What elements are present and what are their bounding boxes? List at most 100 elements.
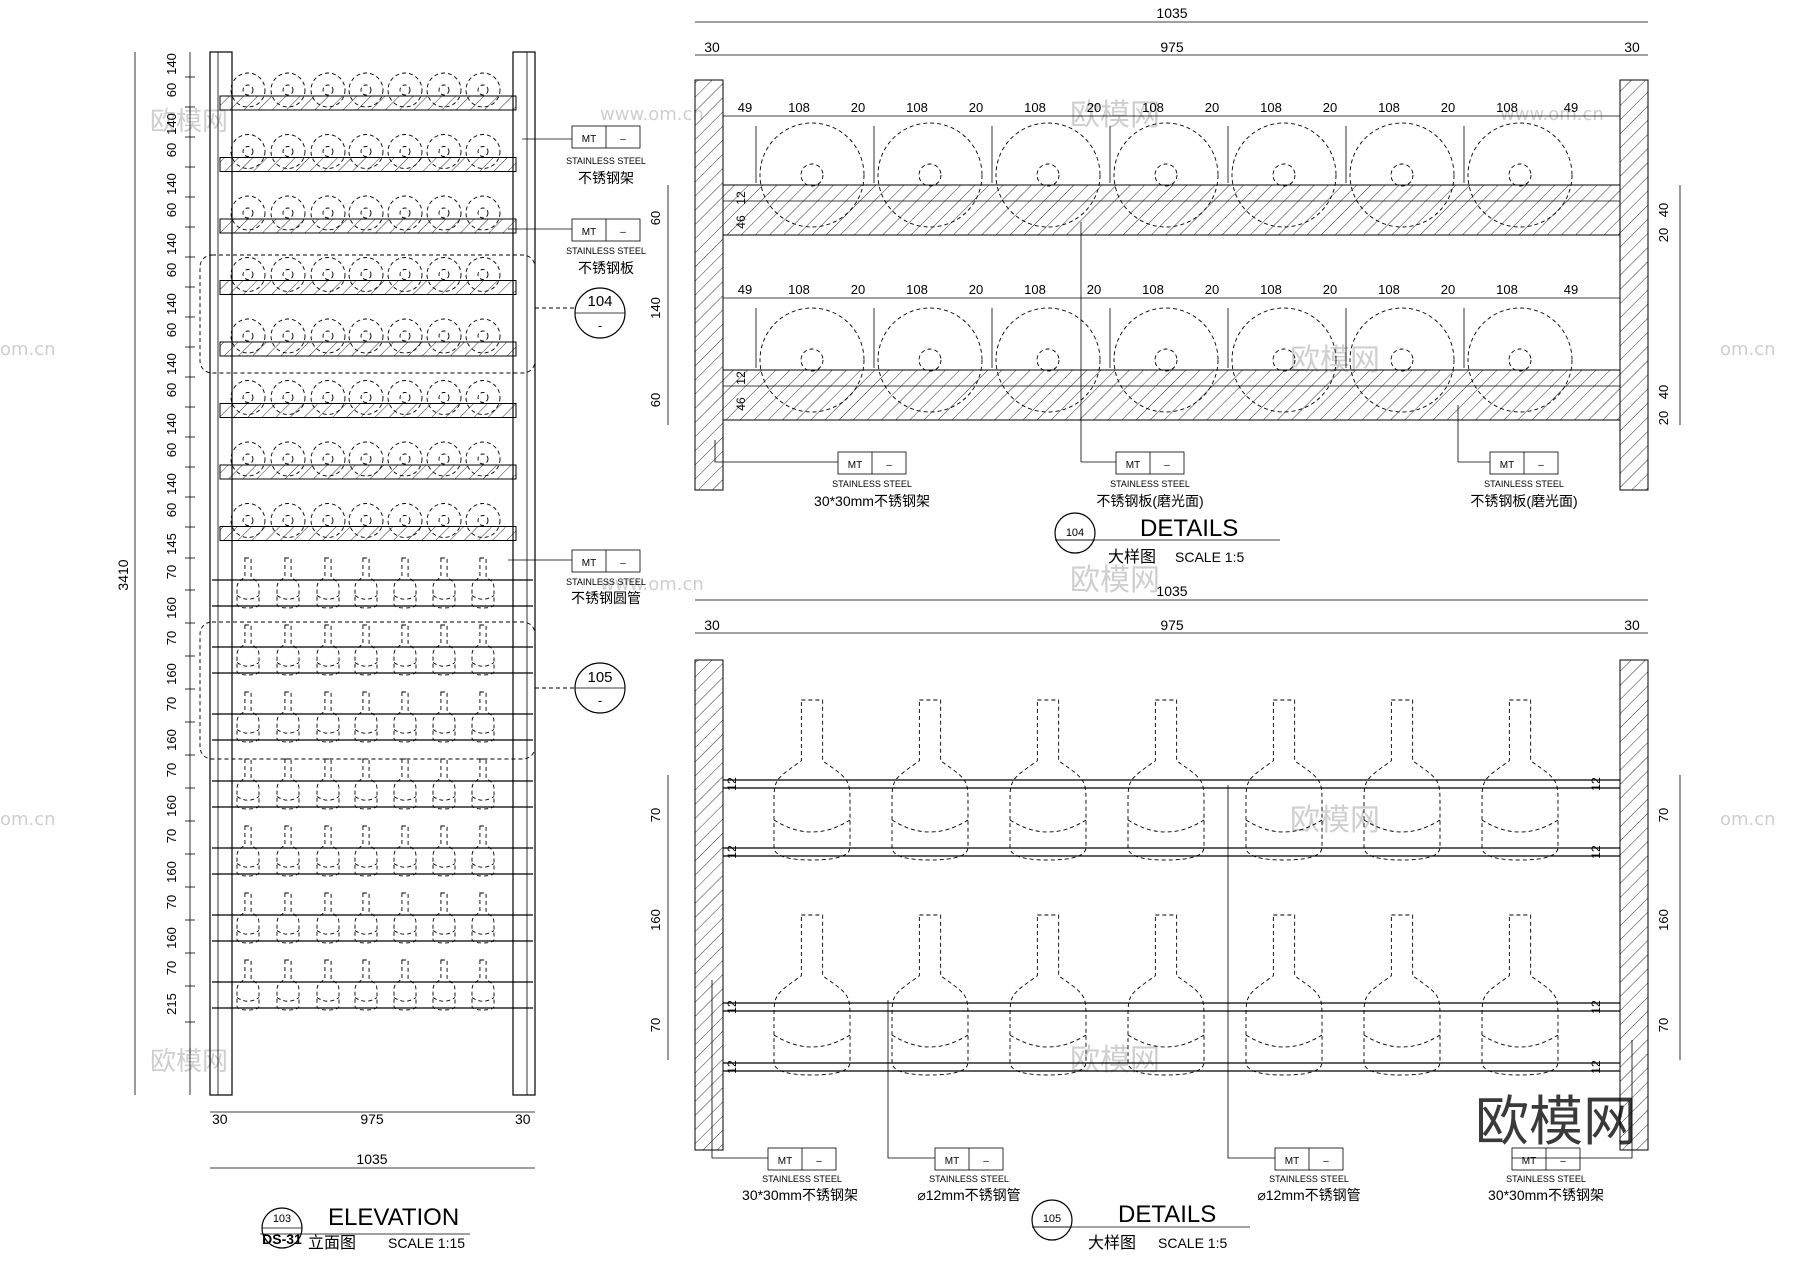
elevation-row-dim: 70 <box>164 829 179 843</box>
watermark-url: om.cn <box>0 809 56 830</box>
bottle-label-line <box>354 997 378 1002</box>
svg-text:STAINLESS STEEL: STAINLESS STEEL <box>762 1174 842 1184</box>
bottle-outline <box>1127 914 1205 1076</box>
bottle-circle <box>1113 307 1219 413</box>
bottle-outline <box>773 699 851 861</box>
svg-text:–: – <box>1560 1156 1566 1167</box>
bottle-inner <box>242 515 254 526</box>
bottle-outline <box>1481 914 1559 1076</box>
detail105-small-dim: 12 <box>1589 845 1603 859</box>
bottle-label-line <box>1127 819 1205 833</box>
svg-text:MT: MT <box>945 1156 959 1167</box>
svg-text:–: – <box>620 134 626 145</box>
bottle-circle <box>426 380 462 415</box>
detail105-tag-rack-left: MT – STAINLESS STEEL 30*30mm不锈钢架 <box>711 980 858 1203</box>
bottle-inner <box>800 348 824 372</box>
bottle-label-line <box>354 595 378 600</box>
detail104-top-dim: 20 <box>969 282 983 297</box>
detail104-top-dim: 108 <box>1024 100 1046 115</box>
watermark-brand: 欧模网 <box>1290 803 1380 838</box>
detail104-top-dim: 20 <box>969 100 983 115</box>
bottle-outline <box>316 758 340 810</box>
bottle-label-line <box>432 863 456 868</box>
bottle-label-line <box>393 997 417 1002</box>
bottle-circle <box>465 72 501 108</box>
bottle-inner <box>438 207 450 219</box>
bottle-outline <box>471 892 495 944</box>
detail105-subtitle: 大样图 <box>1088 1234 1136 1252</box>
detail104-title: DETAILS <box>1140 515 1238 542</box>
bottle-label-line <box>393 595 417 600</box>
watermark-brand: 欧模网 <box>1070 563 1160 598</box>
bottle-label-line <box>236 997 260 1002</box>
bottle-label-line <box>236 863 260 868</box>
elevation-row-dim: 70 <box>164 895 179 909</box>
bottle-circle <box>348 257 384 292</box>
detail105-small-dim: 12 <box>725 777 739 791</box>
bottle-label-line <box>432 796 456 801</box>
bottle-circle <box>230 257 266 292</box>
bottle-label-line <box>354 930 378 935</box>
bottle-outline <box>432 959 456 1011</box>
detail104-scale: SCALE 1:5 <box>1175 549 1244 565</box>
bottle-outline <box>471 825 495 877</box>
bottle-outline <box>354 691 378 743</box>
elevation-title: ELEVATION <box>328 1204 459 1231</box>
detail105-small-dim: 12 <box>725 1060 739 1074</box>
svg-text:20: 20 <box>1656 411 1671 425</box>
detail104-top-dim: 108 <box>1260 282 1282 297</box>
svg-text:MT: MT <box>1522 1156 1536 1167</box>
detail104-top-dim: 20 <box>1087 282 1101 297</box>
bottle-outline <box>276 959 300 1011</box>
bottle-label-line <box>1245 819 1323 833</box>
watermark-brand: 欧模网 <box>150 1047 228 1077</box>
bottle-outline <box>354 758 378 810</box>
bottle-circle <box>1467 307 1573 413</box>
bottle-outline <box>276 557 300 609</box>
bottle-label-line <box>276 729 300 734</box>
detail105-small-dim: 12 <box>725 845 739 859</box>
detail104-top-dim: 108 <box>906 282 928 297</box>
detail105-tag-tube-1: MT – STAINLESS STEEL ⌀12mm不锈钢管 <box>887 1000 1021 1203</box>
bottle-label-line <box>354 729 378 734</box>
bottle-outline <box>236 892 260 944</box>
svg-text:70: 70 <box>1656 808 1671 822</box>
detail104-top-dim: 108 <box>1496 282 1518 297</box>
bottle-outline <box>1363 699 1441 861</box>
bottle-circle <box>230 134 266 169</box>
detail105-scale: SCALE 1:5 <box>1158 1235 1227 1251</box>
detail104-total: 1035 <box>1156 5 1187 21</box>
bottle-outline <box>354 959 378 1011</box>
bottle-inner <box>282 146 294 157</box>
bottle-outline <box>236 557 260 609</box>
bottle-circle <box>387 195 423 231</box>
bottle-circle <box>230 380 266 415</box>
bottle-inner <box>322 453 334 465</box>
bottle-inner <box>322 146 334 157</box>
bottle-inner <box>360 330 372 342</box>
bottle-inner <box>800 163 824 187</box>
bottle-circle <box>387 257 423 292</box>
watermark-url: om.cn <box>0 339 56 360</box>
bottle-inner <box>282 453 294 465</box>
bottle-inner <box>322 330 334 342</box>
bottle-label-line <box>393 930 417 935</box>
bottle-circle <box>1231 122 1337 228</box>
bottle-label-line <box>471 729 495 734</box>
watermark-url: om.cn <box>1720 809 1776 830</box>
detail104-side-left: 30 <box>704 39 720 55</box>
detail104-top-dim: 108 <box>1496 100 1518 115</box>
elevation-row-dim: 140 <box>164 413 179 435</box>
bottle-outline <box>1009 699 1087 861</box>
bottle-circle <box>270 380 306 415</box>
bottle-label-line <box>316 796 340 801</box>
svg-text:105: 105 <box>1043 1213 1061 1225</box>
detail104-tag-plate-1: MT – STAINLESS STEEL 不锈钢板(磨光面) <box>1080 222 1204 509</box>
detail104-top-dim: 108 <box>1142 282 1164 297</box>
elevation-row-dim: 70 <box>164 763 179 777</box>
bottle-circle <box>465 503 501 538</box>
svg-text:30: 30 <box>1624 617 1640 633</box>
